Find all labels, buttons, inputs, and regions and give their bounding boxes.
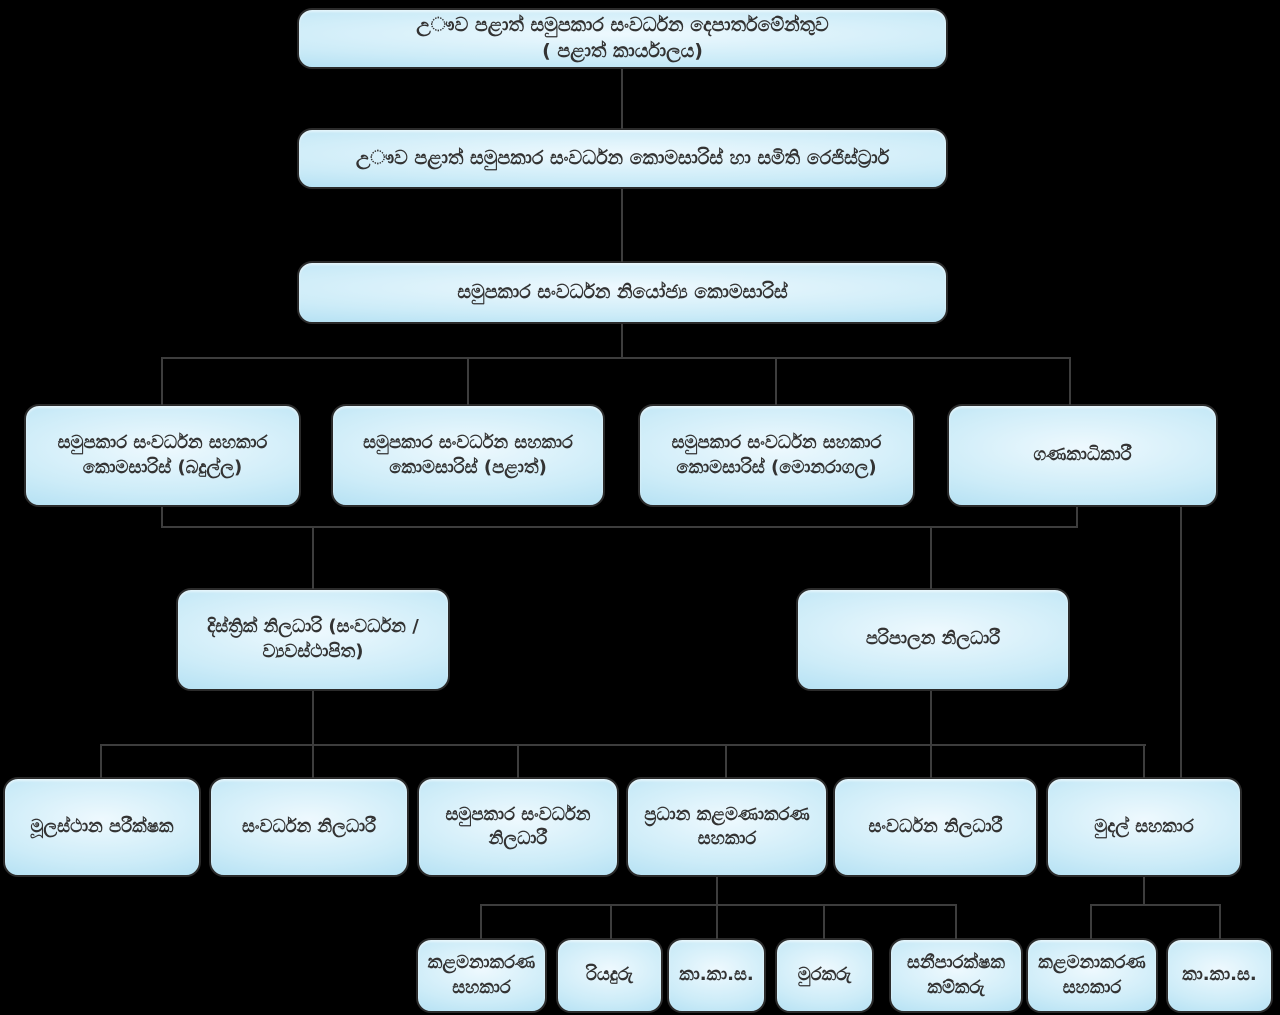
org-node-hq-inspector: මූලස්ථාන පරීක්ෂක — [3, 777, 201, 877]
org-node-coop-development-officer: සමුපකාර සංවර්ධන නිලධාරී — [417, 777, 619, 877]
connector-line — [1090, 904, 1092, 939]
org-node-label: සනීපාරක්ෂක කම්කරු — [907, 952, 1005, 998]
connector-line — [480, 904, 957, 906]
org-node-asst-commissioner-badulla: සමුපකාර සංවර්ධන සහකාර කොමසාරිස් (බදුල්ල) — [24, 404, 301, 507]
org-node-label: සමුපකාර සංවර්ධන නිලධාරී — [445, 803, 591, 849]
connector-line — [621, 189, 623, 262]
org-node-label-line2: ( පළාත් කාර්යාලය) — [542, 39, 703, 62]
connector-line — [823, 904, 825, 939]
connector-line — [312, 691, 314, 778]
connector-line — [1076, 507, 1078, 528]
org-node-label: පරිපාලන නිලධාරී — [865, 628, 1001, 650]
org-node-label: සමුපකාර සංවර්ධන සහකාර කොමසාරිස් (පළාත්) — [363, 432, 573, 478]
connector-line — [1143, 744, 1145, 778]
connector-line — [161, 507, 163, 528]
org-node-development-officer-1: සංවර්ධන නිලධාරී — [209, 777, 409, 877]
connector-line — [621, 324, 623, 358]
org-node-label: මුදල් සහකාර — [1094, 815, 1194, 837]
connector-line — [930, 691, 932, 778]
connector-line — [161, 357, 163, 405]
org-node-label: උෟව පළාත් සමුපකාර සංවර්ධන දෙපාර්තමේන්තුව — [416, 13, 829, 36]
connector-line — [312, 526, 314, 589]
connector-line — [161, 526, 1078, 528]
org-node-development-officer-2: සංවර්ධන නිලධාරී — [833, 777, 1038, 877]
connector-line — [1143, 877, 1145, 906]
org-node-district-officer: දිස්ත්‍රික් නිලධාරි (සංවර්ධන /ව්‍යවස්ථාප… — [176, 588, 450, 691]
connector-line — [1219, 904, 1221, 939]
org-node-admin-officer: පරිපාලන නිලධාරී — [796, 588, 1070, 691]
connector-line — [161, 357, 1071, 359]
connector-line — [1090, 904, 1221, 906]
org-node-finance-assistant: මුදල් සහකාර — [1046, 777, 1242, 877]
org-node-department: උෟව පළාත් සමුපකාර සංවර්ධන දෙපාර්තමේන්තුව… — [297, 8, 948, 69]
connector-line — [100, 744, 102, 778]
connector-line — [930, 526, 932, 589]
connector-line — [775, 357, 777, 405]
org-node-label: සංවර්ධන නිලධාරී — [868, 815, 1003, 837]
org-node-label: ප්‍රධාන කළමණාකරණ සහකාර — [644, 803, 810, 849]
connector-line — [480, 904, 482, 939]
org-node-watcher: මුරකරු — [775, 938, 874, 1013]
org-node-deputy-commissioner: සමුපකාර සංවර්ධන නියෝජ්‍ය කොමසාරිස් — [297, 261, 948, 324]
org-node-sanitary-worker: සනීපාරක්ෂක කම්කරු — [889, 938, 1023, 1013]
connector-line — [621, 69, 623, 129]
org-node-label: රියදුරු — [586, 964, 633, 986]
org-node-management-assistant-1: කළමනාකරණ සහකාර — [416, 938, 547, 1013]
org-node-commissioner-registrar: උෟව පළාත් සමුපකාර සංවර්ධන කොමසාරිස් හා ස… — [297, 128, 948, 189]
org-node-office-aide-1: කා.කා.ස. — [667, 938, 766, 1013]
org-node-chief-management-assistant: ප්‍රධාන කළමණාකරණ සහකාර — [626, 777, 828, 877]
connector-line — [610, 904, 612, 939]
connector-line — [467, 357, 469, 405]
org-node-asst-commissioner-monaragala: සමුපකාර සංවර්ධන සහකාර කොමසාරිස් (මොනරාගල… — [638, 404, 915, 507]
org-node-label: සමුපකාර සංවර්ධන සහකාර කොමසාරිස් (බදුල්ල) — [57, 432, 268, 478]
connector-line — [1180, 507, 1182, 778]
org-node-label: දිස්ත්‍රික් නිලධාරි (සංවර්ධන /ව්‍යවස්ථාප… — [207, 616, 419, 662]
org-node-driver: රියදුරු — [556, 938, 663, 1013]
org-node-label: කළමනාකරණ සහකාර — [427, 952, 536, 998]
connector-line — [1069, 357, 1071, 405]
org-node-label: ගණකාධිකාරී — [1033, 444, 1132, 466]
org-node-label: මුරකරු — [797, 964, 852, 986]
org-node-label: මූලස්ථාන පරීක්ෂක — [30, 815, 174, 837]
org-node-label: කා.කා.ස. — [679, 964, 754, 986]
org-node-label: කළමනාකරණ සහකාර — [1038, 952, 1146, 998]
org-node-accountant: ගණකාධිකාරී — [947, 404, 1218, 507]
org-node-label: සංවර්ධන නිලධාරී — [241, 815, 377, 837]
org-node-management-assistant-2: කළමනාකරණ සහකාර — [1026, 938, 1158, 1013]
connector-line — [955, 904, 957, 939]
connector-line — [517, 744, 519, 778]
org-node-asst-commissioner-provincial: සමුපකාර සංවර්ධන සහකාර කොමසාරිස් (පළාත්) — [331, 404, 605, 507]
connector-line — [725, 744, 727, 778]
org-node-label: කා.කා.ස. — [1182, 964, 1257, 986]
connector-line — [100, 744, 1146, 746]
org-node-label: සමුපකාර සංවර්ධන නියෝජ්‍ය කොමසාරිස් — [457, 280, 788, 303]
org-node-office-aide-2: කා.කා.ස. — [1166, 938, 1273, 1013]
org-node-label: උෟව පළාත් සමුපකාර සංවර්ධන කොමසාරිස් හා ස… — [355, 146, 890, 169]
connector-line — [716, 877, 718, 939]
org-node-label: සමුපකාර සංවර්ධන සහකාර කොමසාරිස් (මොනරාගල… — [671, 432, 882, 478]
